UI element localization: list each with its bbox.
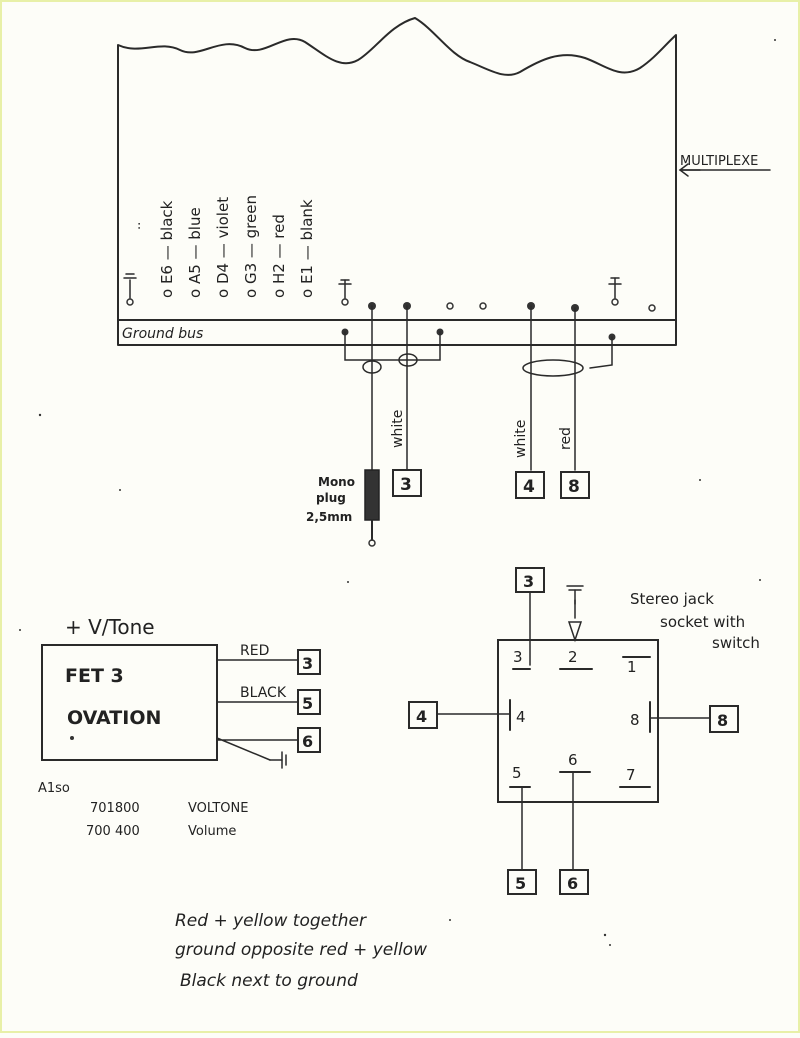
fet-wire-red: RED [240, 643, 269, 659]
string-label-g3: o G3 — green [242, 195, 260, 298]
mono-plug: Mono plug 2,5mm [306, 469, 380, 547]
jack-title-1: Stereo jack [630, 590, 714, 608]
wire-label-white-right: white [513, 420, 529, 458]
jack-term-8: 8 [717, 711, 728, 730]
ground-symbols-board [123, 273, 622, 306]
string-label-e1: o E1 — blank [298, 199, 316, 298]
fet-module: + V/Tone FET 3 OVATION RED BLACK 3 5 6 [41, 615, 321, 769]
board-outline [117, 17, 677, 346]
multiplexer-board: Ground bus [117, 17, 677, 346]
fet-ovation: OVATION [67, 707, 161, 729]
fet-supply-label: + V/Tone [65, 615, 155, 639]
also-heading: A1so [38, 781, 70, 796]
terminal-top-3: 3 [400, 475, 412, 495]
multiplexer-label-group: MULTIPLEXE [678, 154, 771, 177]
ground-bus-label: Ground bus [122, 326, 203, 342]
notes: Red + yellow together ground opposite re… [175, 911, 427, 991]
string-label-a5: o A5 — blue [186, 207, 204, 298]
jack-title-3: switch [712, 634, 760, 652]
mono-plug-label-3: 2,5mm [306, 510, 352, 524]
jack-pin-6: 6 [568, 751, 578, 769]
multiplexer-label: MULTIPLEXE [680, 154, 758, 169]
fet-term-3: 3 [302, 654, 313, 673]
jack-body [497, 639, 659, 803]
jack-pin-3: 3 [513, 648, 523, 666]
also-list: A1so 701800 VOLTONE 700 400 Volume [38, 781, 248, 839]
string-labels: o E6 — black o A5 — blue o D4 — violet o… [129, 195, 316, 298]
string-label-e6: o E6 — black [158, 200, 176, 298]
jack-pin-7: 7 [626, 766, 636, 784]
terminal-top-4: 4 [523, 477, 535, 497]
also-desc-2: Volume [188, 824, 236, 839]
fet-term-5: 5 [302, 694, 313, 713]
string-label-d4: o D4 — violet [214, 197, 232, 298]
jack-term-5: 5 [515, 874, 526, 893]
note-line-2: ground opposite red + yellow [175, 940, 427, 960]
stereo-jack: Stereo jack socket with switch 1 2 3 4 5… [432, 585, 760, 873]
fet-wire-black: BLACK [240, 685, 287, 701]
also-code-2: 700 400 [86, 824, 140, 839]
jack-pin-1: 1 [627, 658, 637, 676]
string-label-h2: o H2 — red [270, 214, 288, 298]
jack-outer-terminals: 3 4 8 5 6 [408, 567, 739, 895]
fet-term-6: 6 [302, 732, 313, 751]
jack-term-4: 4 [416, 707, 427, 726]
svg-text:..: .. [129, 222, 144, 230]
wire-label-red: red [558, 427, 574, 450]
wire-label-white-left: white [390, 410, 406, 448]
also-desc-1: VOLTONE [188, 801, 248, 816]
jack-pin-5: 5 [512, 764, 522, 782]
paper-specks [19, 39, 776, 946]
jack-term-3: 3 [523, 572, 534, 591]
jack-pin-8: 8 [630, 711, 640, 729]
also-code-1: 701800 [90, 801, 140, 816]
note-line-3: Black next to ground [180, 971, 358, 991]
fet-title: FET 3 [65, 665, 124, 687]
board-wiring: white white red [344, 305, 613, 471]
top-terminals: 3 4 8 [392, 469, 590, 499]
jack-pin-2: 2 [568, 648, 578, 666]
jack-title-2: socket with [660, 613, 745, 631]
jack-term-6: 6 [567, 874, 578, 893]
mono-plug-label-1: Mono [318, 475, 355, 489]
terminal-top-8: 8 [568, 477, 580, 497]
jack-pin-4: 4 [516, 708, 526, 726]
mono-plug-label-2: plug [316, 491, 346, 505]
note-line-1: Red + yellow together [175, 911, 367, 931]
